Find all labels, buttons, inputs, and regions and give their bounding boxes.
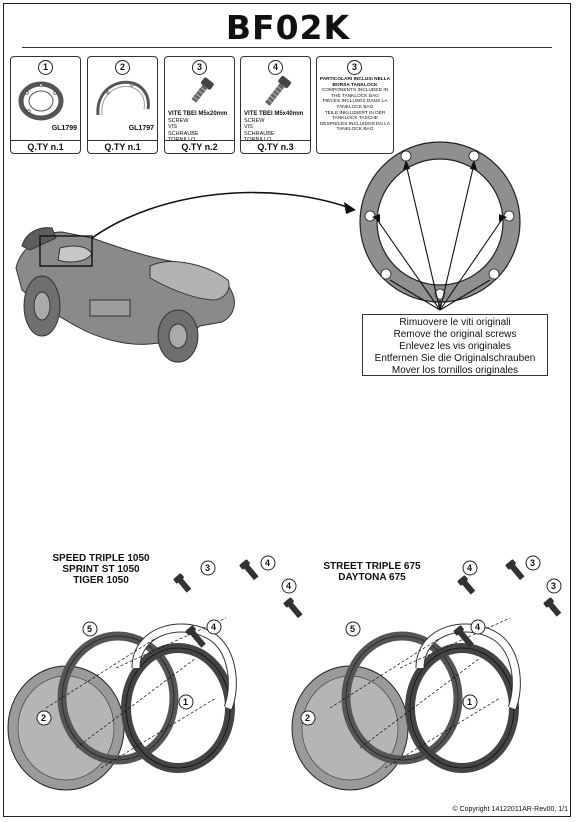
part-desc-line: VIS bbox=[244, 124, 253, 130]
part-desc-line: SCHRAUBE bbox=[168, 130, 199, 137]
part-quantity: Q.TY n.2 bbox=[165, 140, 234, 153]
callout-4: 4 bbox=[286, 581, 292, 591]
model-name: STREET TRIPLE 675 bbox=[323, 561, 421, 572]
part-desc-line: SCHRAUBE bbox=[244, 130, 275, 137]
callout-3: 3 bbox=[551, 581, 557, 591]
part-desc-line: SCREW bbox=[168, 117, 189, 124]
part-number: 3 bbox=[347, 60, 362, 75]
part-card-1: 1 GL1799 Q.TY n.1 bbox=[10, 56, 81, 154]
instruction-line: Remove the original screws bbox=[393, 329, 517, 340]
part-card-2: 2 GL1797 Q.TY n.1 bbox=[87, 56, 158, 154]
callout-5: 5 bbox=[87, 624, 93, 634]
title-divider bbox=[22, 47, 552, 48]
callout-1: 1 bbox=[467, 697, 473, 707]
screw-long-icon bbox=[265, 75, 292, 106]
callout-5: 5 bbox=[350, 624, 356, 634]
instruction-line: Enlevez les vis originales bbox=[399, 341, 511, 352]
callout-3: 3 bbox=[205, 563, 211, 573]
callout-1: 1 bbox=[183, 697, 189, 707]
part-number: 1 bbox=[38, 60, 53, 75]
part-card-3: 3 VITE TBEI M5x20mm SCREW VIS SCHRAUBE T… bbox=[164, 56, 235, 154]
callout-4: 4 bbox=[211, 622, 217, 632]
callout-3: 3 bbox=[530, 558, 536, 568]
instruction-line: Rimuovere le viti originali bbox=[399, 317, 511, 328]
model-name: SPRINT ST 1050 bbox=[62, 564, 140, 575]
callout-4: 4 bbox=[265, 558, 271, 568]
part-number: 3 bbox=[192, 60, 207, 75]
part-quantity: Q.TY n.3 bbox=[241, 140, 310, 153]
part-code: GL1797 bbox=[128, 125, 154, 132]
part-desc-title: VITE TBEI M5x40mm bbox=[244, 111, 304, 117]
part-number: 4 bbox=[268, 60, 283, 75]
flange-ring-2-illustration bbox=[96, 80, 150, 116]
included-line: COMPONENTS INCLUDED IN THE TANKLOCK BAG bbox=[321, 88, 389, 99]
model-name: TIGER 1050 bbox=[73, 575, 129, 586]
included-line: PARTICOLARI INCLUSI NELLA BORSA TANKLOCK bbox=[319, 77, 391, 88]
included-line: TEILE INKLUDIERT IN DER TANKLOCK TASCHE bbox=[324, 110, 386, 122]
part-description: VITE TBEI M5x40mm SCREW VIS SCHRAUBE TOR… bbox=[244, 111, 308, 144]
models-left-label: SPEED TRIPLE 1050 SPRINT ST 1050 TIGER 1… bbox=[42, 553, 160, 586]
page-title: BF02K bbox=[225, 8, 351, 47]
instructions-box: Rimuovere le viti originali Remove the o… bbox=[362, 314, 548, 376]
part-number: 2 bbox=[115, 60, 130, 75]
callout-2: 2 bbox=[305, 713, 311, 723]
model-name: DAYTONA 675 bbox=[338, 572, 406, 583]
part-quantity: Q.TY n.1 bbox=[88, 140, 157, 153]
page-frame bbox=[3, 3, 571, 817]
screw-short-icon bbox=[191, 77, 214, 103]
included-components-card: 3 PARTICOLARI INCLUSI NELLA BORSA TANKLO… bbox=[316, 56, 394, 154]
part-desc-title: VITE TBEI M5x20mm bbox=[168, 111, 228, 117]
included-line: PIÈCES INCLUSES DANS LA TANKLOCK BAG bbox=[322, 99, 388, 110]
callout-4: 4 bbox=[467, 563, 473, 573]
part-desc-line: VIS bbox=[168, 124, 177, 130]
included-line: DESPIECES INCLUIDOS EN LA TANKLOCK BAG bbox=[319, 121, 391, 133]
callout-4: 4 bbox=[475, 622, 481, 632]
part-desc-line: SCREW bbox=[244, 117, 265, 124]
part-quantity: Q.TY n.1 bbox=[11, 140, 80, 153]
copyright-footer: © Copyright 14122011AR-Rev00, 1/1 bbox=[452, 806, 568, 813]
models-right-label: STREET TRIPLE 675 DAYTONA 675 bbox=[322, 561, 422, 583]
part-code: GL1799 bbox=[51, 125, 77, 132]
callout-2: 2 bbox=[41, 713, 47, 723]
flange-ring-1-illustration bbox=[18, 81, 64, 121]
part-description: VITE TBEI M5x20mm SCREW VIS SCHRAUBE TOR… bbox=[168, 111, 232, 144]
instruction-line: Mover los tornillos originales bbox=[391, 365, 519, 376]
part-card-4: 4 VITE TBEI M5x40mm SCREW VIS SCHRAUBE T… bbox=[240, 56, 311, 154]
included-components-text: PARTICOLARI INCLUSI NELLA BORSA TANKLOCK… bbox=[319, 77, 391, 133]
model-name: SPEED TRIPLE 1050 bbox=[52, 553, 150, 564]
instruction-line: Entfernen Sie die Originalschrauben bbox=[374, 353, 536, 364]
